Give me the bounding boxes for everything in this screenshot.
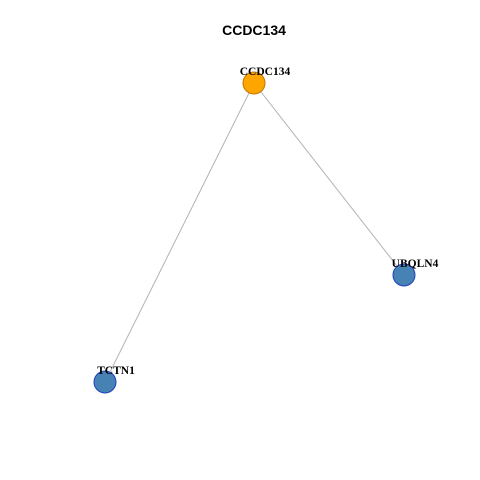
node-tctn1[interactable] — [93, 370, 117, 394]
node-ccdc134[interactable] — [242, 71, 266, 95]
edge-ccdc134-tctn1 — [104, 82, 255, 383]
edge-ccdc134-ubqln4 — [253, 82, 405, 276]
graph-title: CCDC134 — [222, 22, 286, 38]
node-label-ubqln4: UBQLN4 — [392, 258, 439, 270]
node-label-tctn1: TCTN1 — [97, 365, 135, 377]
node-label-ccdc134: CCDC134 — [240, 66, 291, 78]
node-ubqln4[interactable] — [392, 263, 416, 287]
edge-layer — [104, 82, 405, 383]
